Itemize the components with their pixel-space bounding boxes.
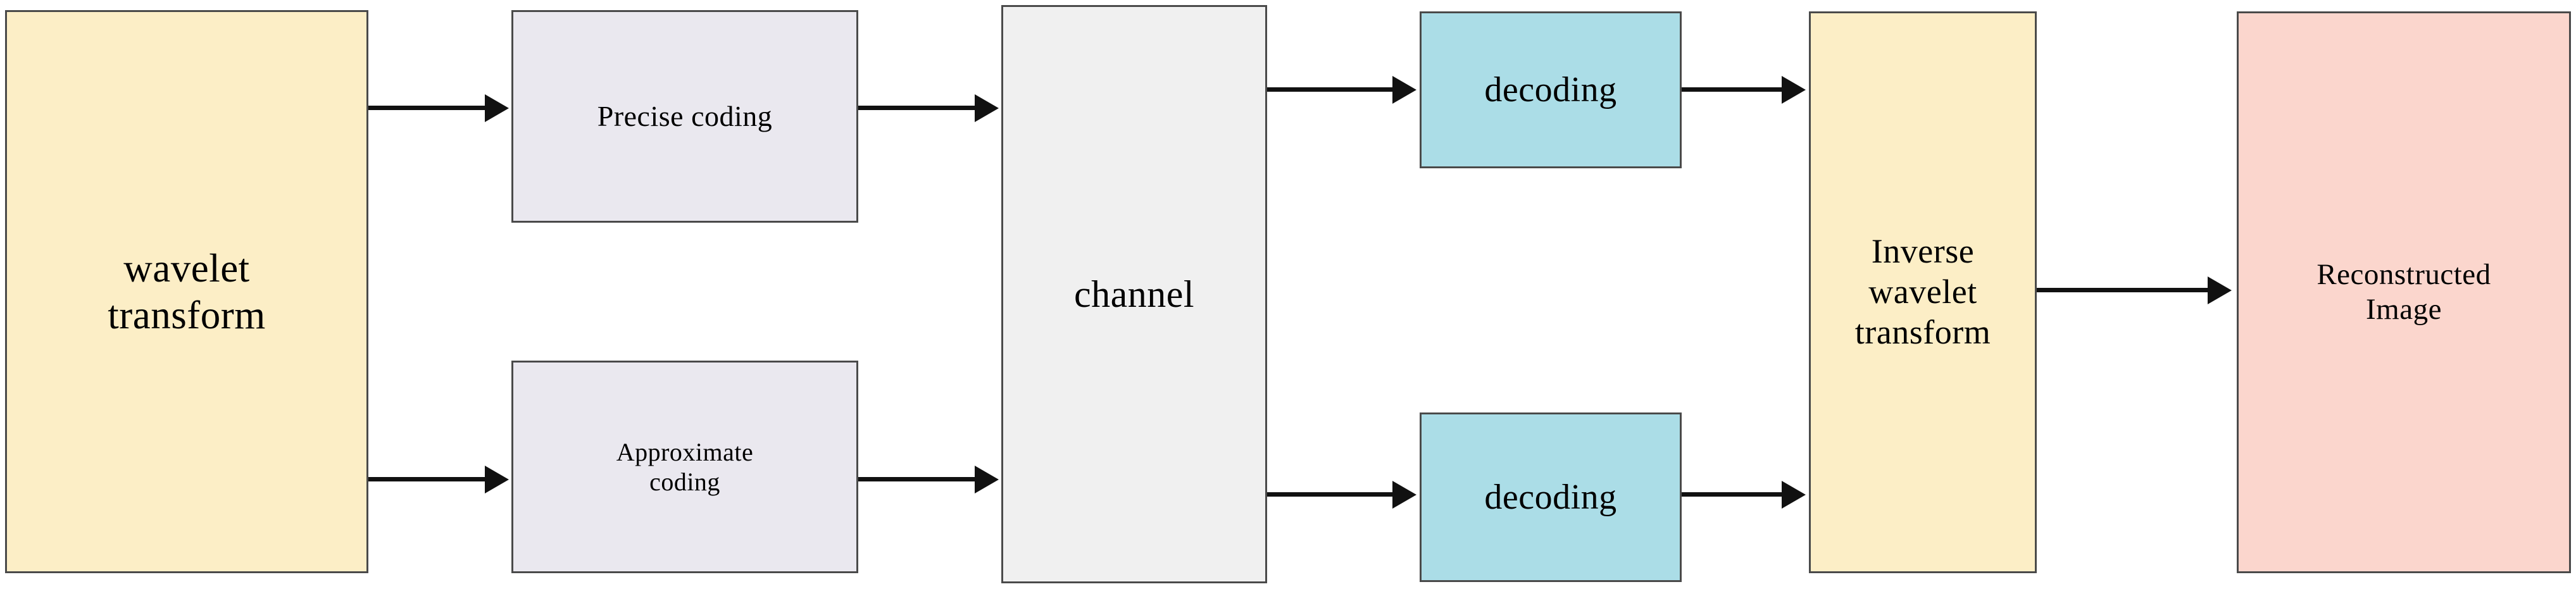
arrowhead-right-icon [975,94,999,122]
node-decoding-bottom[interactable]: decoding [1420,412,1682,582]
edge-channel-to-decoding-top [1267,87,1394,92]
node-approximate-coding[interactable]: Approximate coding [511,361,858,573]
arrowhead-right-icon [1782,76,1806,104]
arrowhead-right-icon [1392,76,1416,104]
edge-channel-to-decoding-bottom [1267,492,1394,497]
edge-wavelet-to-approximate-coding [368,477,486,481]
edge-decoding-top-to-inverse-wavelet [1682,87,1783,92]
arrowhead-right-icon [2208,276,2232,304]
arrowhead-right-icon [485,94,509,122]
node-channel[interactable]: channel [1001,5,1267,583]
edge-wavelet-to-precise-coding [368,106,486,110]
node-precise-coding[interactable]: Precise coding [511,10,858,223]
arrowhead-right-icon [485,466,509,493]
node-wavelet-transform[interactable]: wavelet transform [5,10,368,573]
arrowhead-right-icon [975,466,999,493]
node-reconstructed-image[interactable]: Reconstructed Image [2237,11,2571,573]
node-inverse-wavelet-transform[interactable]: Inverse wavelet transform [1809,11,2037,573]
arrowhead-right-icon [1782,481,1806,509]
edge-inverse-wavelet-to-reconstructed [2037,288,2209,292]
arrowhead-right-icon [1392,481,1416,509]
node-decoding-top[interactable]: decoding [1420,11,1682,168]
edge-precise-coding-to-channel [858,106,976,110]
edge-decoding-bottom-to-inverse-wavelet [1682,492,1783,497]
edge-approximate-coding-to-channel [858,477,976,481]
